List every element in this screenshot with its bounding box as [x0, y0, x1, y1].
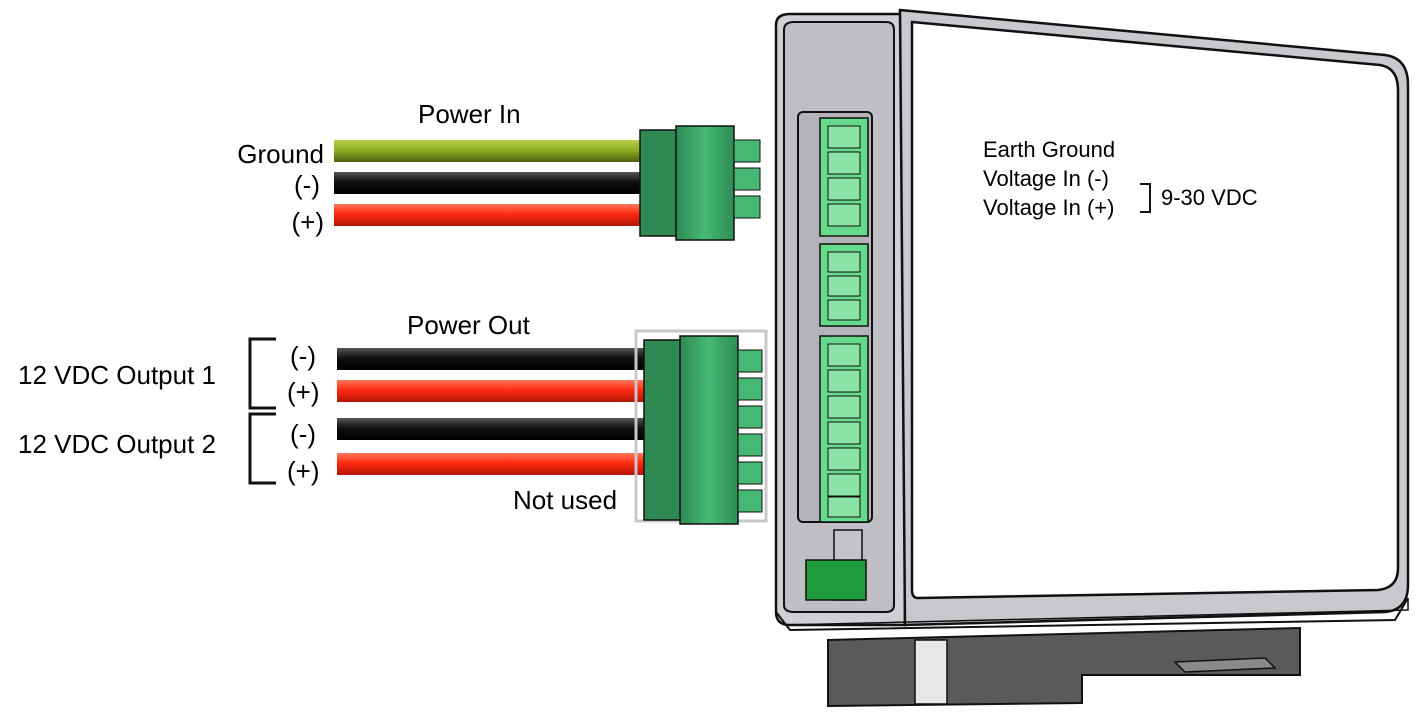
power-in-minus-wire — [334, 172, 674, 194]
ground-label: Ground — [237, 139, 324, 169]
voltage-in-plus-label: Voltage In (+) — [983, 195, 1115, 220]
voltage-range-label: 9-30 VDC — [1161, 185, 1258, 210]
power-in-minus-label: (-) — [294, 170, 320, 200]
output1-minus-wire — [337, 348, 677, 370]
power-in-wires — [334, 140, 674, 226]
output2-minus-label: (-) — [290, 419, 316, 449]
output1-plus-label: (+) — [287, 377, 320, 407]
not-used-label: Not used — [513, 485, 618, 515]
output1-plus-wire — [337, 380, 677, 402]
output1-bracket — [248, 337, 276, 410]
terminal-block-middle — [819, 243, 869, 327]
voltage-in-minus-label: Voltage In (-) — [983, 166, 1109, 191]
power-out-wires — [337, 348, 677, 475]
ground-wire — [334, 140, 674, 162]
output2-bracket — [248, 412, 276, 485]
output2-label: 12 VDC Output 2 — [18, 429, 216, 459]
power-out-title: Power Out — [407, 310, 530, 340]
power-out-connector — [634, 329, 768, 525]
device-housing — [774, 8, 1410, 708]
output-brackets — [248, 337, 276, 485]
power-in-plus-label: (+) — [291, 207, 325, 237]
output2-minus-wire — [337, 418, 677, 440]
power-in-title: Power In — [418, 99, 521, 129]
output1-minus-label: (-) — [290, 341, 316, 371]
terminal-block-power-in — [819, 117, 869, 237]
power-in-connector — [639, 125, 761, 241]
earth-ground-label: Earth Ground — [983, 137, 1116, 162]
terminal-block-power-out — [819, 335, 869, 523]
voltage-range-bracket — [1140, 183, 1151, 213]
output2-plus-wire — [337, 453, 677, 475]
output2-plus-label: (+) — [287, 456, 320, 486]
power-in-plus-wire — [334, 204, 674, 226]
output1-label: 12 VDC Output 1 — [18, 360, 216, 390]
